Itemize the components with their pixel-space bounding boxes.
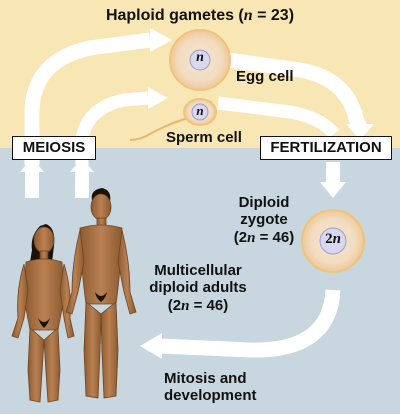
zygote-label: Diploid zygote (2n = 46)	[222, 194, 306, 247]
male-figure	[65, 188, 137, 399]
mitosis-label: Mitosis and development	[164, 370, 257, 405]
zygote-symbol-digit: 2	[325, 231, 333, 247]
egg-symbol: n	[196, 50, 204, 65]
zygote-symbol-var: n	[332, 231, 341, 247]
title-suffix: = 23)	[252, 7, 295, 24]
haploid-gametes-title: Haploid gametes (n = 23)	[90, 7, 310, 25]
zygote-line3-var: n	[247, 229, 256, 246]
zygote-nucleus-shape	[319, 227, 347, 255]
egg-cell-label: Egg cell	[236, 68, 294, 85]
sperm-symbol: n	[196, 103, 204, 118]
meiosis-to-egg-arrow	[24, 32, 151, 165]
adults-label: Multicellular diploid adults (2n = 46)	[138, 262, 258, 315]
adults-line3-var: n	[181, 297, 190, 314]
zygote-line3-suffix: = 46)	[255, 228, 295, 246]
egg-to-fertilization-arrow	[226, 52, 367, 131]
meiosis-stem-2	[75, 172, 89, 198]
zygote-line2: zygote	[240, 211, 288, 229]
mitosis-arrow	[159, 289, 341, 358]
female-figure	[11, 224, 75, 403]
adults-line3-suffix: = 46)	[189, 296, 229, 314]
adults-line1: Multicellular	[154, 262, 242, 279]
zygote-line3: (2n = 46)	[222, 229, 306, 247]
fertilization-down-stem	[326, 162, 340, 184]
mitosis-line2: development	[164, 387, 257, 405]
zygote-line3-prefix: (2	[233, 228, 248, 246]
adults-line2: diploid adults	[149, 279, 247, 297]
sperm-to-fertilization-arrow	[217, 96, 340, 139]
meiosis-label-box: MEIOSIS	[12, 136, 96, 160]
egg-nucleus-shape	[189, 49, 211, 71]
sperm-cell-label: Sperm cell	[166, 129, 242, 146]
meiosis-stem-1	[25, 172, 39, 198]
fertilization-down-arrowhead	[320, 182, 346, 198]
title-var: n	[243, 7, 253, 24]
zygote-symbol: 2n	[318, 231, 348, 248]
meiosis-up-arrowhead-1	[20, 158, 44, 172]
sperm-nucleus-shape	[191, 103, 209, 121]
sperm-tail	[129, 117, 189, 141]
adults-line3-prefix: (2	[167, 296, 182, 314]
mitosis-line1: Mitosis and	[164, 370, 247, 387]
fertilization-label-box: FERTILIZATION	[260, 136, 392, 160]
zygote-line1: Diploid	[238, 194, 290, 211]
meiosis-up-arrowhead-2	[70, 158, 94, 172]
title-prefix: Haploid gametes (	[105, 7, 244, 24]
fertilization-arrowhead-1	[346, 124, 374, 140]
adults-line3: (2n = 46)	[138, 297, 258, 315]
egg-arrowhead	[150, 28, 172, 52]
mitosis-arrowhead	[140, 333, 162, 359]
sperm-arrowhead	[148, 87, 168, 109]
